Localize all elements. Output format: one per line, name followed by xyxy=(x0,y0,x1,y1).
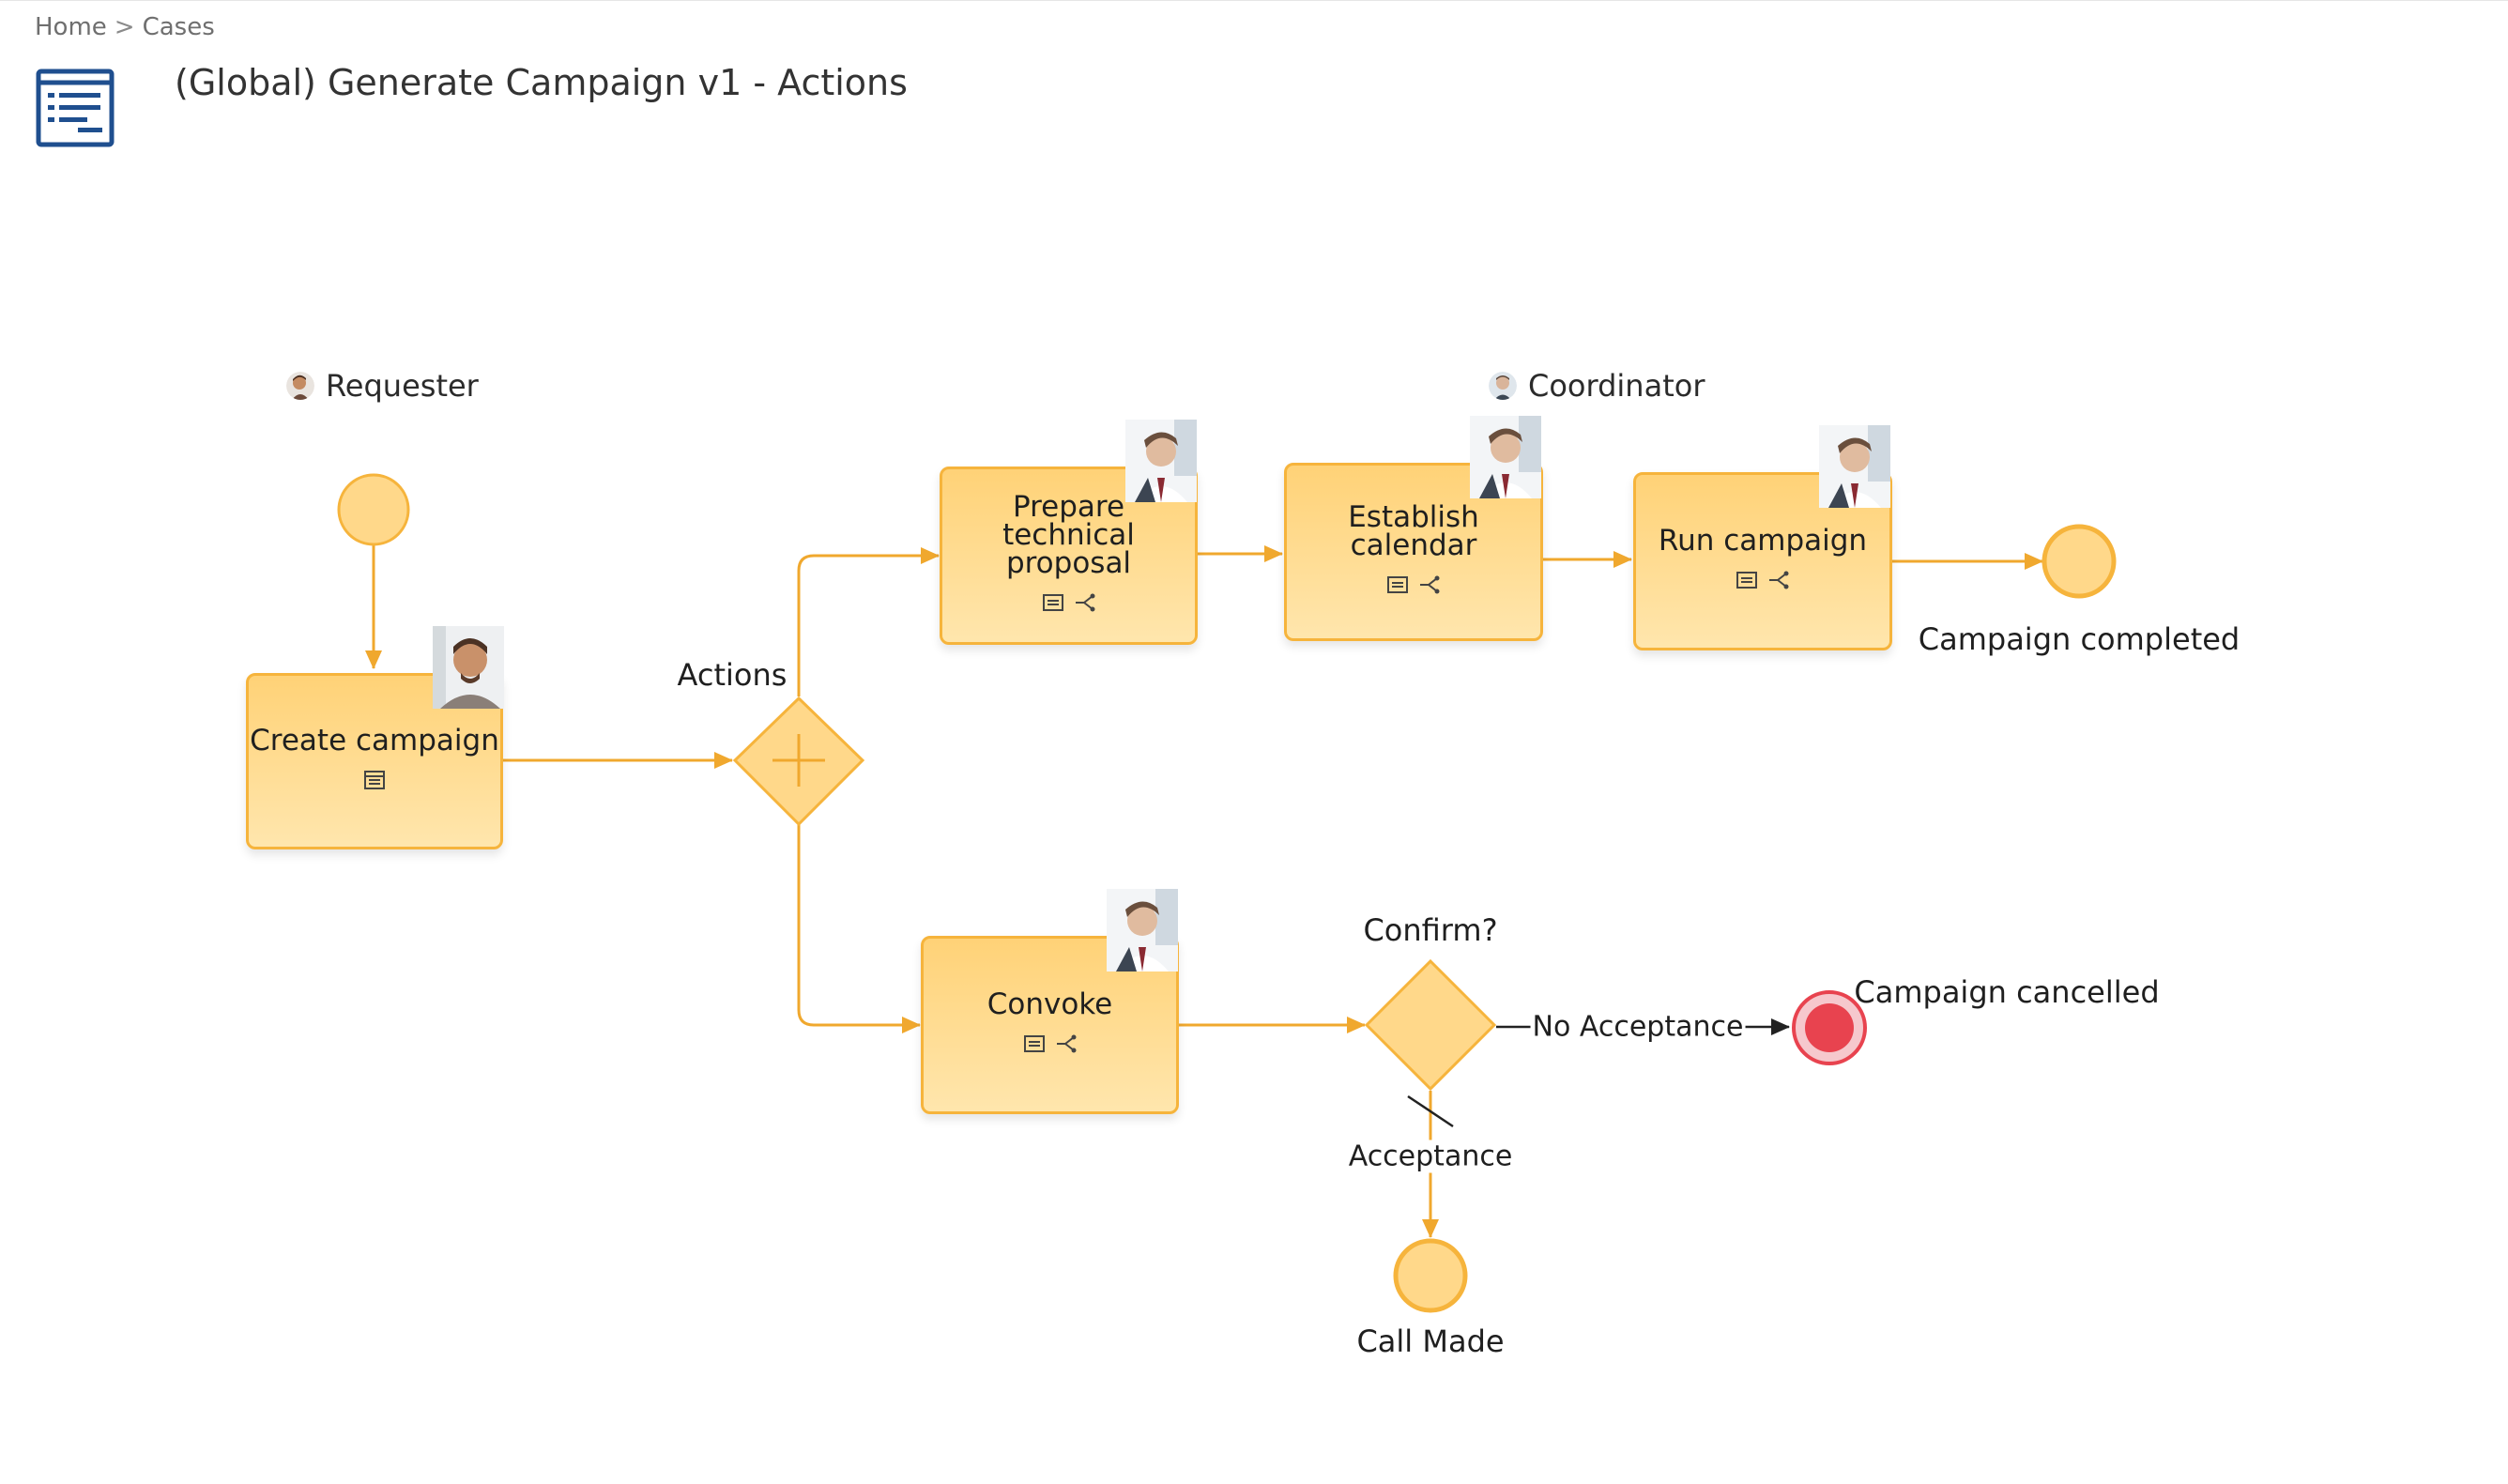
subprocess-icon xyxy=(1766,568,1791,596)
breadcrumb-cases[interactable]: Cases xyxy=(142,13,215,41)
flow-actions-to-prepare[interactable] xyxy=(797,547,940,696)
subprocess-icon xyxy=(1417,573,1442,601)
start-event[interactable] xyxy=(337,473,410,546)
coordinator-avatar-icon xyxy=(1489,372,1517,400)
acceptance-label: Acceptance xyxy=(1346,1140,1515,1173)
default-flow-slash xyxy=(1407,1094,1454,1128)
task-convoke[interactable]: Convoke xyxy=(921,936,1179,1114)
assignee-photo-avatar xyxy=(1470,416,1541,498)
task-label: Prepare technical proposal xyxy=(1002,490,1135,580)
task-label: Convoke xyxy=(986,987,1113,1021)
requester-avatar-icon xyxy=(286,372,314,400)
top-divider xyxy=(0,0,2508,1)
form-icon xyxy=(1041,590,1065,619)
call-made-event-label: Call Made xyxy=(1356,1323,1505,1359)
call-made-end-event[interactable] xyxy=(1393,1238,1468,1313)
confirm-gateway-label: Confirm? xyxy=(1363,912,1498,948)
lane-coordinator: Coordinator xyxy=(1489,368,1705,404)
cancelled-end-event[interactable] xyxy=(1792,990,1867,1065)
breadcrumb-separator: > xyxy=(114,13,135,41)
form-document-icon xyxy=(35,68,115,148)
task-label: Create campaign xyxy=(250,724,499,757)
confirm-gateway[interactable] xyxy=(1364,958,1497,1092)
task-label: Run campaign xyxy=(1658,524,1868,558)
breadcrumb: Home > Cases xyxy=(35,13,215,41)
actions-gateway[interactable] xyxy=(732,696,865,827)
flow-actions-to-convoke[interactable] xyxy=(797,824,921,1033)
completed-end-event[interactable] xyxy=(2042,524,2117,599)
lane-coordinator-label: Coordinator xyxy=(1528,368,1705,404)
page-title: (Global) Generate Campaign v1 - Actions xyxy=(175,62,908,103)
assignee-photo-avatar xyxy=(1107,889,1178,971)
no-acceptance-label: No Acceptance xyxy=(1530,1010,1746,1044)
form-icon xyxy=(1735,568,1759,596)
subprocess-icon xyxy=(1054,1032,1078,1060)
cancelled-event-label: Campaign cancelled xyxy=(1854,974,2160,1010)
form-icon xyxy=(1022,1032,1047,1060)
lane-requester: Requester xyxy=(286,368,479,404)
form-icon xyxy=(362,768,387,796)
assignee-photo-avatar xyxy=(1125,420,1197,502)
subprocess-icon xyxy=(1073,590,1097,619)
assignee-photo-avatar xyxy=(1819,425,1890,508)
breadcrumb-home[interactable]: Home xyxy=(35,13,107,41)
form-icon xyxy=(1385,573,1410,601)
completed-event-label: Campaign completed xyxy=(1918,621,2240,657)
lane-requester-label: Requester xyxy=(326,368,479,404)
requester-photo-avatar xyxy=(433,626,504,709)
task-label: Establish calendar xyxy=(1348,500,1479,562)
actions-gateway-label: Actions xyxy=(677,657,788,693)
